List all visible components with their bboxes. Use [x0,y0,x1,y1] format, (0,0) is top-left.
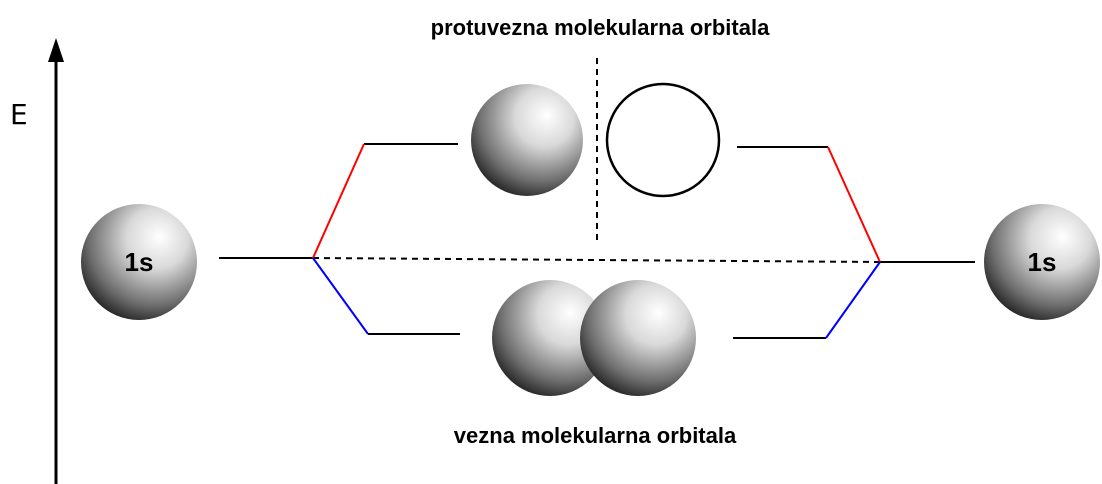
right-bonding-connector [825,261,881,339]
left-antibonding-connector [312,143,365,259]
antibonding-empty-lobe-icon [605,82,721,198]
right-antibonding-connector [827,146,881,263]
antibonding-orbital [471,82,721,198]
energy-axis-label: E [10,98,28,131]
bonding-orbital [492,280,696,396]
left-bonding-connector [312,257,369,335]
energy-axis-arrow-icon [48,38,64,62]
left-1s-label: 1s [125,247,154,277]
right-atomic-orbital: 1s [984,204,1100,320]
bonding-right-sphere-icon [580,280,696,396]
reference-dashed-line [312,257,881,263]
antibonding-shaded-lobe-icon [471,84,583,196]
bonding-left-sphere-icon [492,280,608,396]
energy-axis: E [10,38,64,484]
left-atomic-orbital: 1s [81,204,197,320]
antibonding-label: protuvezna molekularna orbitala [431,15,770,40]
left-1s-sphere-icon [81,204,197,320]
right-1s-label: 1s [1028,247,1057,277]
bonding-label: vezna molekularna orbitala [454,423,737,448]
right-1s-sphere-icon [984,204,1100,320]
